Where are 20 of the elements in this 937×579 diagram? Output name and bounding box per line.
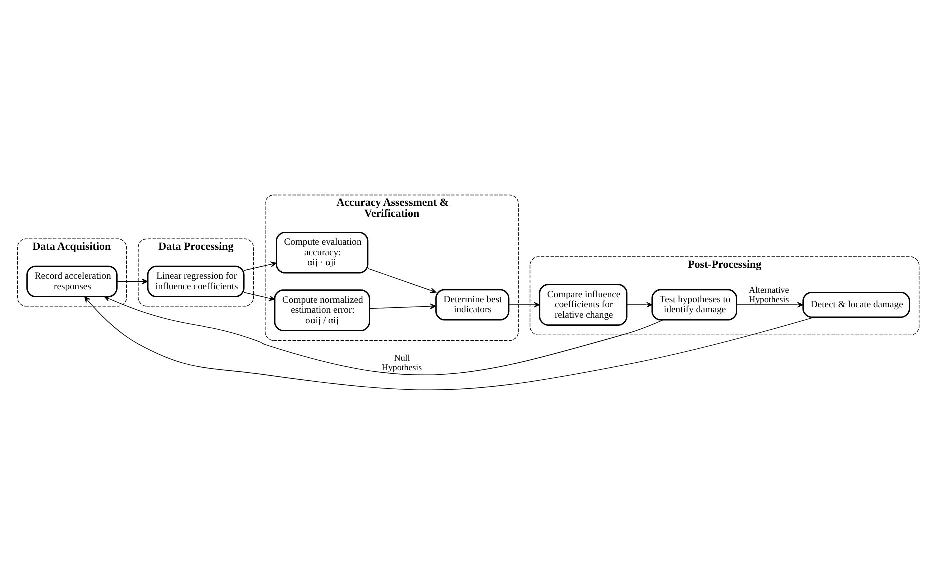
arrow <box>626 302 653 308</box>
arrow <box>244 292 276 301</box>
node-box: Linear regression for influence coefficients <box>147 265 245 297</box>
arrow <box>116 278 148 284</box>
node-box: Compute evaluation accuracy: αij · αji <box>276 231 369 274</box>
arrow <box>244 261 277 271</box>
arrow <box>84 296 815 390</box>
arrow <box>736 302 804 308</box>
node-box: Test hypotheses to identify damage <box>652 288 738 320</box>
edge-label: Null Hypothesis <box>382 352 422 372</box>
node-box: Record acceleration responses <box>26 265 118 297</box>
arrow <box>104 296 664 375</box>
node-box: Determine best indicators <box>436 288 510 320</box>
edge-label: Alternative Hypothesis <box>749 284 790 304</box>
node-box: Compare influence coefficients for relative change <box>539 284 628 326</box>
node-box: Detect & locate damage <box>802 292 910 318</box>
arrow <box>368 268 437 293</box>
arrow <box>369 303 436 309</box>
arrow <box>508 302 540 308</box>
node-box: Compute normalized estimation error: σαij / αij <box>274 289 370 331</box>
